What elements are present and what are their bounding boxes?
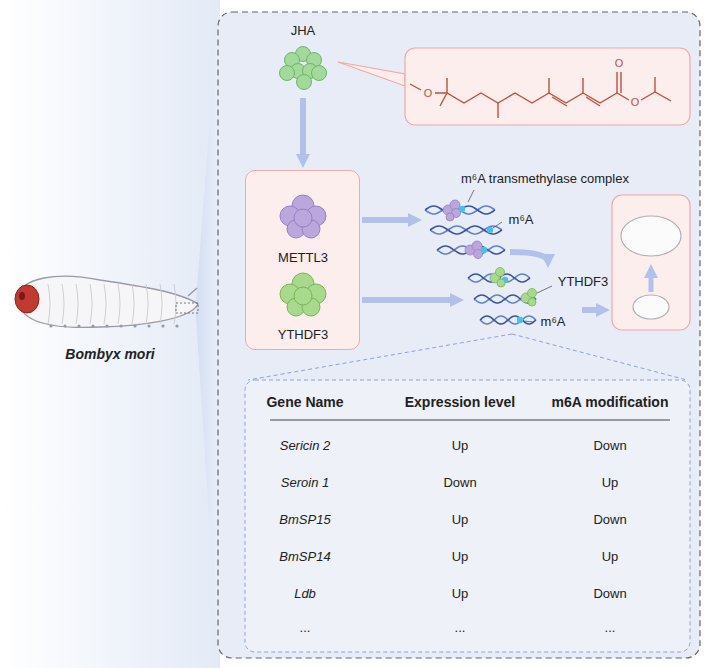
flow-arrow xyxy=(582,307,604,313)
callout-label: m⁶A xyxy=(509,213,534,228)
table-cell: Up xyxy=(452,550,469,565)
callout-label: YTHDF3 xyxy=(558,275,609,290)
leader-line xyxy=(537,286,552,293)
atom-label: O xyxy=(631,96,640,109)
leader-line xyxy=(493,222,502,228)
hormone-node: JHA xyxy=(268,20,338,94)
callout-label: m⁶A transmethylase complex xyxy=(461,172,629,187)
zoom-wedge xyxy=(196,14,218,656)
gene-name: Sericin 2 xyxy=(280,439,331,454)
callout-pointer xyxy=(338,62,405,86)
table-cell: Up xyxy=(602,550,619,565)
dashed-panel xyxy=(218,12,700,658)
table-rule xyxy=(270,420,670,421)
table-cell: ... xyxy=(455,621,466,636)
flow-arrow xyxy=(362,297,458,303)
cocoon-box xyxy=(612,195,690,330)
leader-line xyxy=(468,190,474,202)
atom-label: O xyxy=(615,57,624,70)
node-label: METTL3 xyxy=(278,251,328,266)
cocoon-small xyxy=(633,295,669,319)
structure-box xyxy=(405,48,690,125)
table-cell: Down xyxy=(593,439,626,454)
species-name: Bombyx mori xyxy=(65,346,154,362)
table-cell: ... xyxy=(300,621,311,636)
chemical-structure xyxy=(410,72,671,118)
gene-name: Ldb xyxy=(294,587,316,602)
protein-box: METTL3YTHDF3 xyxy=(245,170,360,350)
background xyxy=(0,0,220,668)
leader-line xyxy=(523,321,534,322)
table-cell: Up xyxy=(452,587,469,602)
table-cell: Up xyxy=(452,439,469,454)
flow-arrow xyxy=(300,98,306,162)
ythdf3-reader xyxy=(490,268,537,307)
table-cell: Down xyxy=(593,513,626,528)
gene-name: BmSP15 xyxy=(279,513,330,528)
cocoon-large xyxy=(621,216,681,256)
table-cell: Up xyxy=(452,513,469,528)
rna-strands xyxy=(468,274,536,324)
flow-arrow xyxy=(362,217,416,223)
table-panel xyxy=(245,380,690,652)
atom-label: O xyxy=(424,87,433,100)
table-header: m6A modification xyxy=(552,394,669,410)
table-header: Gene Name xyxy=(266,394,343,410)
rna-strands xyxy=(425,206,505,254)
table-cell: Down xyxy=(593,587,626,602)
methyltransferase-complex xyxy=(443,200,483,259)
table-cell: Up xyxy=(602,476,619,491)
silkworm xyxy=(15,276,198,327)
gene-name: Seroin 1 xyxy=(281,476,329,491)
table-cell: Down xyxy=(443,476,476,491)
table-cell: ... xyxy=(605,621,616,636)
flow-arrow xyxy=(510,252,548,262)
callout-label: m⁶A xyxy=(541,315,566,330)
flow-arrow xyxy=(649,270,654,292)
node-label: JHA xyxy=(291,24,316,39)
gene-name: BmSP14 xyxy=(279,550,330,565)
table-header: Expression level xyxy=(405,394,516,410)
node-label: YTHDF3 xyxy=(278,328,329,343)
